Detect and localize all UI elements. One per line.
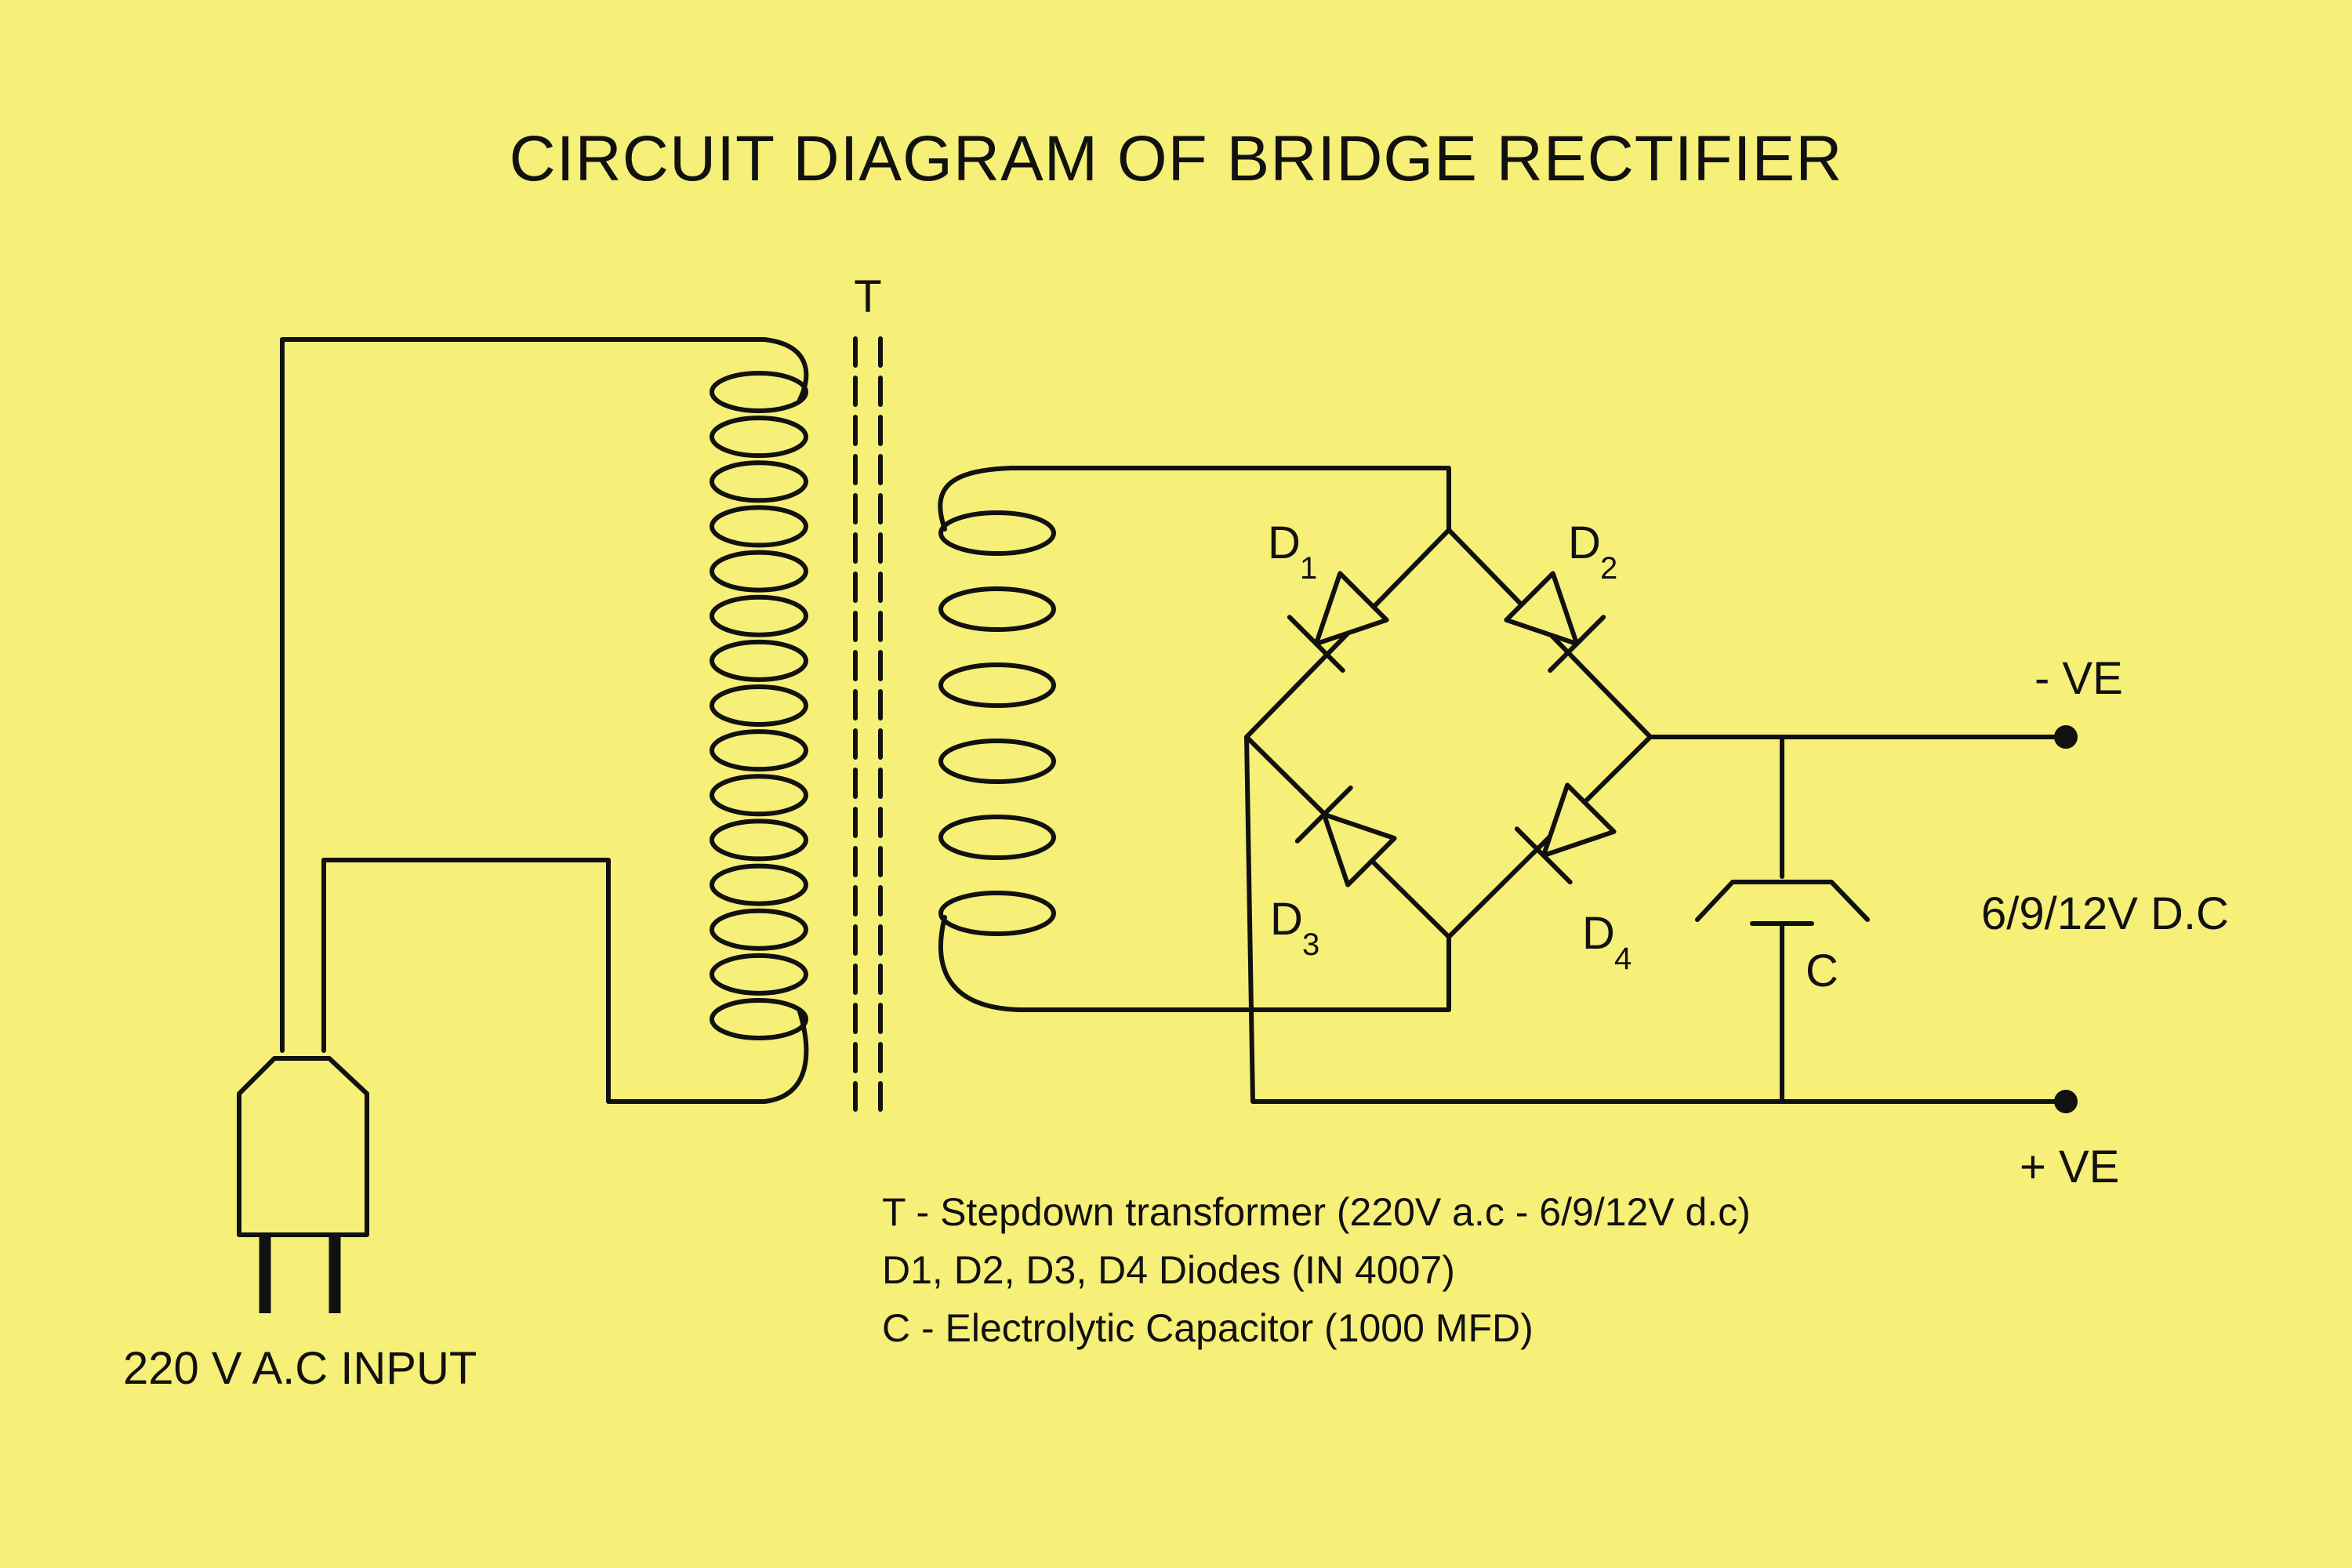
diode-d3 <box>1294 785 1397 887</box>
primary-coil-turn <box>710 416 808 459</box>
primary-coil-turn <box>710 684 808 727</box>
diode-label-d1: D 1 <box>1268 517 1317 586</box>
primary-coil-turn <box>710 729 808 772</box>
positive-terminal <box>2054 1090 2078 1113</box>
secondary-wiring <box>1009 466 1451 1012</box>
svg-text:3: 3 <box>1302 927 1319 962</box>
svg-text:D: D <box>1568 517 1601 568</box>
secondary-coil-turn <box>938 510 1056 556</box>
negative-terminal <box>2054 725 2078 749</box>
diode-d4-cathode-bar <box>1514 826 1573 885</box>
svg-text:D: D <box>1582 908 1615 959</box>
diode-d2-anode-triangle <box>1504 571 1580 647</box>
diode-d4 <box>1514 782 1617 885</box>
svg-text:D: D <box>1270 894 1303 945</box>
diode-d3-anode-triangle <box>1321 811 1397 887</box>
diode-d1 <box>1287 571 1389 673</box>
legend-line-capacitor: C - Electrolytic Capacitor (1000 MFD) <box>882 1306 1534 1350</box>
diode-label-d2: D 2 <box>1568 517 1617 586</box>
diode-d4-anode-triangle <box>1541 782 1617 858</box>
primary-coil-turn <box>710 550 808 593</box>
diode-d2 <box>1504 571 1606 673</box>
secondary-coil-turn <box>938 891 1056 936</box>
primary-coil-bottom-lead <box>762 1009 809 1104</box>
diode-d3-cathode-bar <box>1294 785 1353 844</box>
primary-coil-turn <box>710 639 808 682</box>
legend: T - Stepdown transformer (220V a.c - 6/9… <box>882 1190 1751 1350</box>
negative-terminal-label: - VE <box>2034 653 2123 704</box>
svg-text:1: 1 <box>1300 551 1317 586</box>
bridge-arms <box>1244 528 1653 939</box>
secondary-coil-bottom-lead <box>938 915 1022 1012</box>
diode-d2-cathode-bar <box>1548 615 1606 673</box>
diodes <box>1287 571 1617 887</box>
secondary-coil <box>938 466 1056 1012</box>
diode-d1-cathode-bar <box>1287 615 1345 673</box>
primary-coil-turn <box>710 505 808 548</box>
primary-coil-turn <box>710 371 808 413</box>
transformer-core <box>853 336 883 1112</box>
secondary-coil-turn <box>938 662 1056 708</box>
svg-text:D: D <box>1268 517 1301 568</box>
capacitor-label: C <box>1806 946 1838 996</box>
svg-text:4: 4 <box>1614 942 1632 976</box>
primary-coil <box>710 337 809 1104</box>
output-wiring <box>1244 735 2068 1104</box>
primary-coil-turn <box>710 460 808 503</box>
primary-coil-turn <box>710 774 808 817</box>
primary-coil-turn <box>710 953 808 996</box>
primary-coil-turn <box>710 908 808 951</box>
diode-label-d3: D 3 <box>1270 894 1319 962</box>
diagram-title: CIRCUIT DIAGRAM OF BRIDGE RECTIFIER <box>510 123 1843 194</box>
primary-wiring <box>280 337 767 1104</box>
positive-terminal-label: + VE <box>2020 1142 2119 1192</box>
secondary-coil-turn <box>938 815 1056 860</box>
input-label: 220 V A.C INPUT <box>123 1343 477 1394</box>
primary-coil-turn <box>710 863 808 906</box>
primary-coil-turn <box>710 594 808 637</box>
primary-coil-top-lead <box>762 337 809 402</box>
transformer-label: T <box>854 271 881 322</box>
output-voltage-label: 6/9/12V D.C <box>1981 888 2229 939</box>
legend-line-transformer: T - Stepdown transformer (220V a.c - 6/9… <box>882 1190 1751 1234</box>
diode-d1-anode-triangle <box>1313 571 1389 647</box>
primary-coil-turn <box>710 998 808 1040</box>
diode-label-d4: D 4 <box>1582 908 1632 976</box>
capacitor-symbol <box>1695 880 1870 926</box>
secondary-coil-turn <box>938 739 1056 784</box>
secondary-coil-top-lead <box>938 466 1014 532</box>
plug-icon <box>237 1056 369 1313</box>
legend-line-diodes: D1, D2, D3, D4 Diodes (IN 4007) <box>882 1248 1455 1292</box>
primary-coil-turn <box>710 818 808 862</box>
secondary-coil-turn <box>938 586 1056 632</box>
svg-text:2: 2 <box>1600 551 1617 586</box>
